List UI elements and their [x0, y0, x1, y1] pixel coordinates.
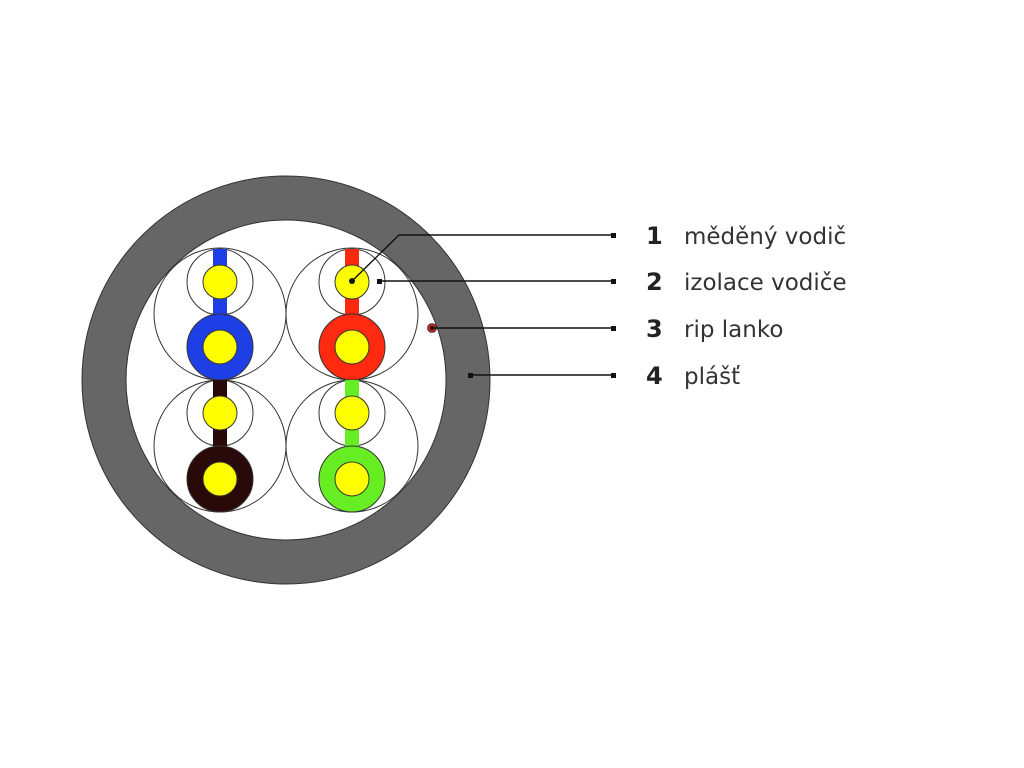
copper-conductor [334, 461, 370, 497]
twisted-pair-blue [153, 247, 287, 381]
legend-label-4: plášť [684, 364, 740, 390]
leader-line-1 [349, 233, 616, 284]
legend-number-1: 1 [646, 222, 663, 250]
legend-number-4: 4 [646, 362, 663, 390]
legend-label-2: izolace vodiče [684, 270, 847, 296]
cable-core [125, 219, 447, 541]
copper-conductor [202, 264, 238, 300]
leader-line-3 [430, 326, 616, 331]
twisted-pair-green [285, 379, 419, 513]
copper-conductor [202, 329, 238, 365]
legend-label-1: měděný vodič [684, 224, 846, 250]
copper-conductor [202, 395, 238, 431]
copper-conductor [202, 461, 238, 497]
legend-label-3: rip lanko [684, 317, 783, 343]
leader-line-4 [468, 373, 616, 378]
legend: 1 měděný vodič 2 izolace vodiče 3 rip la… [646, 222, 847, 390]
leader-line-2 [377, 279, 616, 284]
legend-number-3: 3 [646, 315, 663, 343]
copper-conductor [334, 395, 370, 431]
legend-number-2: 2 [646, 268, 663, 296]
copper-conductor [334, 329, 370, 365]
